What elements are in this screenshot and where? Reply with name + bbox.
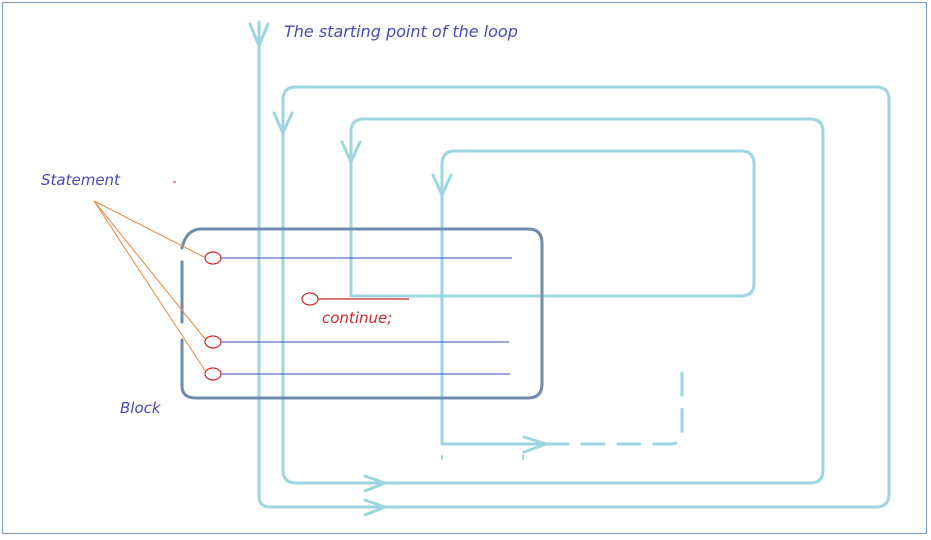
block-box [180,227,544,400]
statement-marker-1 [204,251,222,265]
inner-loop-dashed-return [544,368,684,446]
statement-markers [204,251,222,381]
statement-marker-3 [204,367,222,381]
outer-loop-path [281,85,891,509]
callout-line-1 [93,200,205,258]
inner-loop-arrowhead-down [431,173,453,197]
block-outline [180,227,544,400]
middle-loop-path [349,117,825,485]
statement-marker-2 [204,335,222,349]
block-label: Block [120,399,162,417]
inner-loop [431,173,684,460]
callout-line-3 [93,200,207,373]
statement-callouts [93,200,207,373]
entry-line [257,20,387,509]
continue-label: continue; [322,309,392,327]
statement-lines [221,257,512,375]
middle-loop-arrowhead-down [340,140,362,164]
middle-loop [340,117,825,485]
entry-arrowhead-top [248,22,270,48]
continue-statement [301,292,409,306]
statement-label: Statement [41,171,121,189]
callout-line-2 [93,200,207,341]
start-label: The starting point of the loop [284,22,518,41]
entry-path [248,20,387,517]
outer-loop-arrowhead-down [272,111,294,135]
continue-marker [301,292,319,306]
